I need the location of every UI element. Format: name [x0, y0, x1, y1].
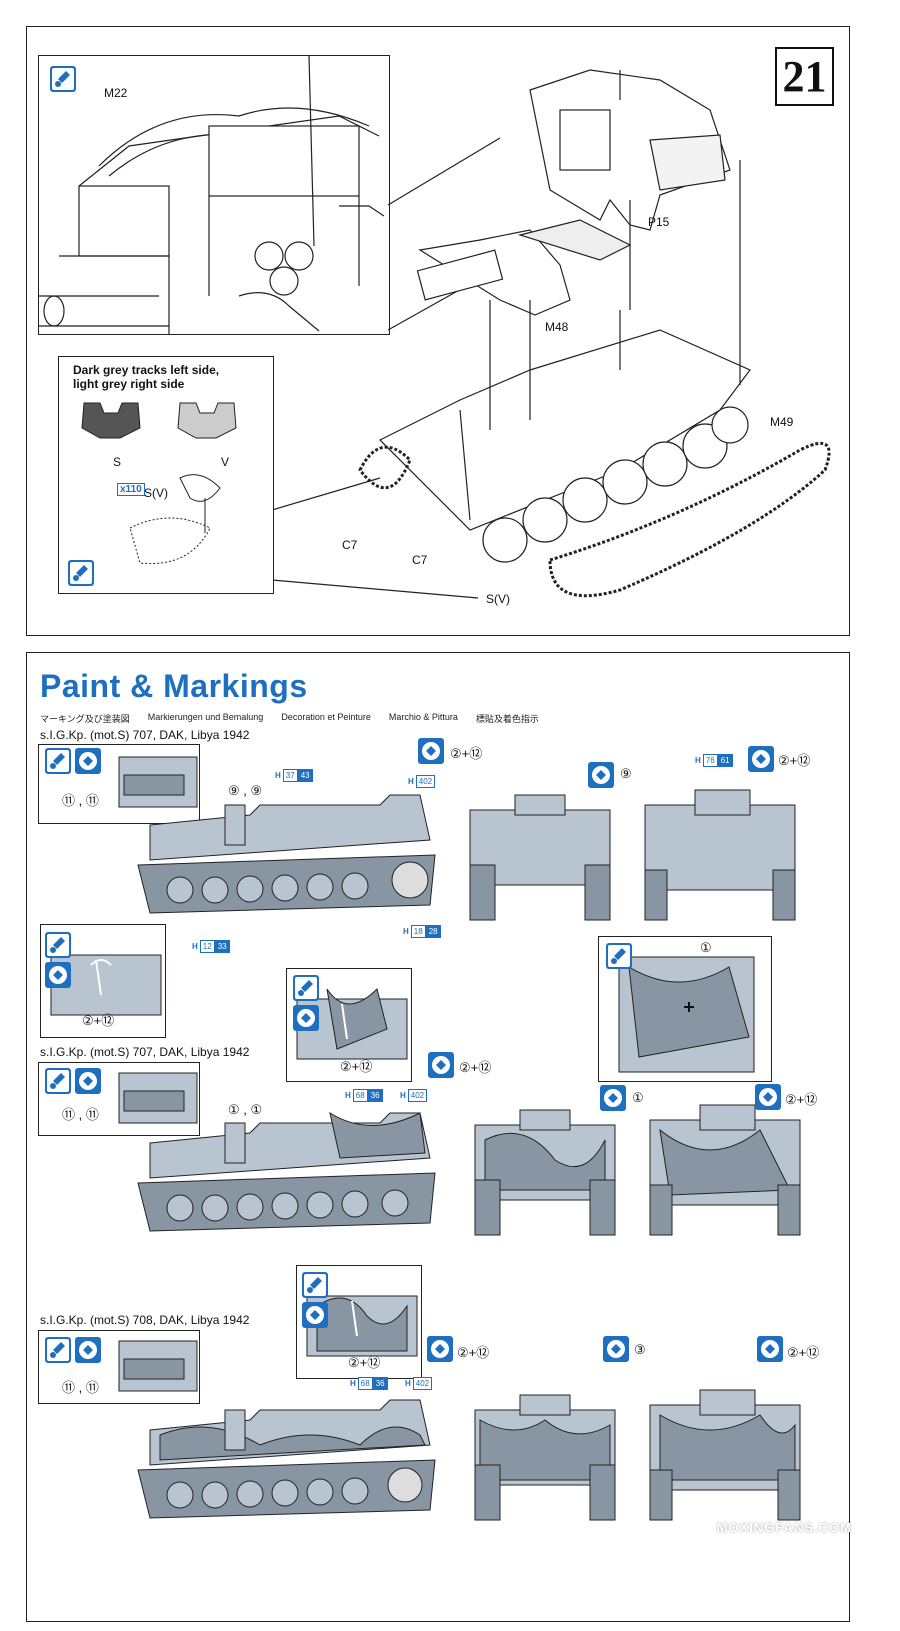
paint-brush-icon	[68, 560, 94, 586]
scheme-2-side-decals: ① , ①	[228, 1102, 263, 1117]
scheme-2-rear-decals: ①	[632, 1090, 644, 1105]
paint-markings-subtitles: マーキング及び塗装図 Markierungen und Bemalung Dec…	[40, 712, 539, 725]
decal-icon	[293, 1005, 319, 1031]
decal-icon	[75, 748, 101, 774]
scheme-1-rear-decals: ⑨	[620, 766, 632, 781]
scheme-1-front-decals: ②+⑫	[450, 746, 483, 761]
track-label-v: V	[221, 455, 230, 469]
paint-markings-title: Paint & Markings	[40, 668, 308, 704]
scheme-2-side-view	[137, 1111, 436, 1232]
subtitle-ja: マーキング及び塗装図	[40, 714, 130, 724]
decal-icon	[75, 1068, 101, 1094]
paint-brush-icon	[45, 932, 71, 958]
vehicle-assembly-drawing	[358, 69, 831, 598]
decal-icon	[757, 1336, 783, 1362]
detail-drawing	[39, 56, 385, 334]
track-label-s: S	[113, 455, 122, 469]
subtitle-it: Marchio & Pittura	[388, 712, 458, 722]
part-label-c7-left: C7	[342, 538, 358, 552]
decal-icon	[302, 1302, 328, 1328]
decal-icon	[75, 1337, 101, 1363]
scheme-2-palm-decals: ②+⑫	[340, 1059, 373, 1074]
scheme-1-palm-decals: ②+⑫	[82, 1013, 115, 1028]
subtitle-de: Markierungen und Bemalung	[147, 712, 264, 722]
scheme-1-caption: s.I.G.Kp. (mot.S) 707, DAK, Libya 1942	[40, 728, 250, 742]
decal-icon	[588, 762, 614, 788]
part-label-p15: P15	[648, 215, 670, 229]
part-label-m49: M49	[770, 415, 794, 429]
part-label-sv-main: S(V)	[486, 592, 510, 606]
scheme-1-inset-decals: ⑪ , ⑪	[62, 793, 99, 808]
scheme-3-inset-decals: ⑪ , ⑪	[62, 1380, 99, 1395]
tracks-note: Dark grey tracks left side, light grey r…	[73, 363, 219, 391]
scheme-3-rear-right-decals: ②+⑫	[787, 1345, 820, 1360]
multiplier-text: x110	[120, 484, 142, 495]
tracks-note-line2: light grey right side	[73, 377, 185, 391]
subtitle-zh: 標貼及着色指示	[475, 714, 539, 724]
step-number: 21	[775, 47, 834, 106]
paint-brush-icon	[45, 748, 71, 774]
scheme-3-front-view	[474, 1394, 616, 1521]
scheme-3-rear-decals: ③	[634, 1342, 646, 1357]
scheme-2-top-view-decal: ①	[700, 940, 712, 955]
scheme-2-front-decals: ②+⑫	[459, 1060, 492, 1075]
paint-brush-icon	[302, 1272, 328, 1298]
scheme-1-rear-view	[644, 789, 796, 921]
detail-inset-m22: M22	[38, 55, 390, 335]
scheme-3-decal-inset	[38, 1330, 200, 1404]
part-label-m48: M48	[545, 320, 569, 334]
scheme-1-front-view	[469, 794, 611, 921]
scheme-1-side-view	[137, 794, 436, 914]
watermark: MOXINGFANS.COM	[716, 1520, 852, 1535]
decal-icon	[603, 1336, 629, 1362]
part-label-m22: M22	[104, 86, 128, 100]
track-label-sv: S(V)	[144, 486, 168, 500]
scheme-2-top-view-inset	[598, 936, 772, 1082]
scheme-2-rear-view	[649, 1104, 801, 1236]
multiplier-badge: x110	[117, 483, 145, 496]
paint-brush-icon	[606, 943, 632, 969]
scheme-2-rear-right-decals: ②+⑫	[785, 1092, 818, 1107]
scheme-2-inset-decals: ⑪ , ⑪	[62, 1107, 99, 1122]
subtitle-fr: Decoration et Peinture	[281, 712, 371, 722]
scheme-3-rear-view	[649, 1389, 801, 1521]
track-parts-drawing	[81, 402, 237, 565]
scheme-3-side-view	[137, 1399, 436, 1519]
paint-brush-icon	[293, 975, 319, 1001]
decal-icon	[45, 962, 71, 988]
decal-icon	[755, 1084, 781, 1110]
scheme-3-front-decals: ②+⑫	[457, 1345, 490, 1360]
tracks-note-line1: Dark grey tracks left side,	[73, 363, 220, 377]
part-label-c7-right: C7	[412, 553, 428, 567]
scheme-1-rear-right-decals: ②+⑫	[778, 753, 811, 768]
decal-icon	[418, 738, 444, 764]
decal-icon	[427, 1336, 453, 1362]
scheme-2-front-view	[474, 1109, 616, 1236]
scheme-3-caption: s.I.G.Kp. (mot.S) 708, DAK, Libya 1942	[40, 1313, 250, 1327]
scheme-1-side-decals: ⑨ , ⑨	[228, 783, 263, 798]
decal-icon	[748, 746, 774, 772]
paint-brush-icon	[45, 1068, 71, 1094]
decal-icon	[428, 1052, 454, 1078]
scheme-2-caption: s.I.G.Kp. (mot.S) 707, DAK, Libya 1942	[40, 1045, 250, 1059]
paint-brush-icon	[50, 66, 76, 92]
scheme-3-palm-decals: ②+⑫	[348, 1355, 381, 1370]
decal-icon	[600, 1085, 626, 1111]
paint-brush-icon	[45, 1337, 71, 1363]
